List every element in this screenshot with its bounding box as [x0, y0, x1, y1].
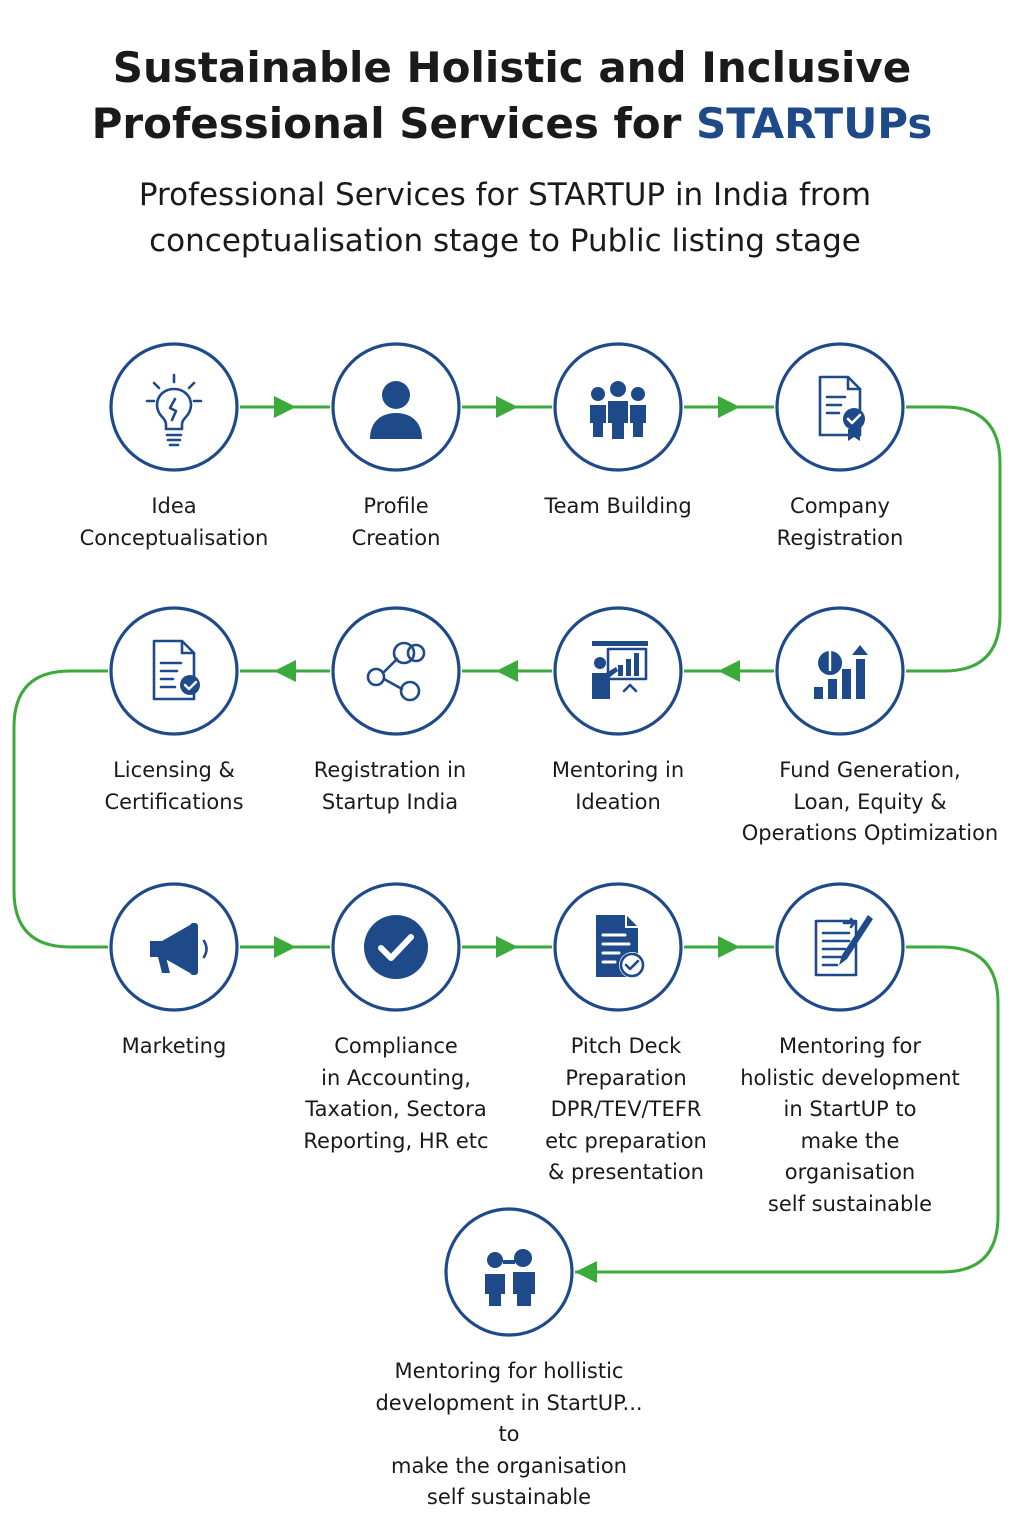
step-12: Mentoring for holistic development in St…: [720, 881, 960, 1216]
step-circle: [552, 881, 684, 1013]
page-subtitle: Professional Services for STARTUP in Ind…: [0, 172, 1010, 264]
page-title: Sustainable Holistic and Inclusive Profe…: [0, 40, 1024, 152]
title-line-2-accent: STARTUPs: [695, 99, 933, 148]
connector-return-left: [12, 669, 108, 949]
step-6: Mentoring in Ideation: [498, 605, 738, 814]
title-line-2-prefix: Professional Services for: [91, 99, 696, 148]
step-circle: [552, 605, 684, 737]
step-circle: [774, 881, 906, 1013]
step-label: Mentoring in Ideation: [551, 758, 685, 814]
step-9: Marketing: [54, 881, 294, 1058]
step-label: Compliance in Accounting, Taxation, Sect…: [303, 1034, 489, 1153]
step-label: Fund Generation, Loan, Equity & Operatio…: [741, 758, 999, 845]
step-4: Company Registration: [720, 341, 960, 550]
step-1: Idea Conceptualisation: [54, 341, 294, 550]
megaphone-icon: [109, 882, 239, 1012]
step-label: Profile Creation: [351, 494, 441, 550]
subtitle-line-2: conceptualisation stage to Public listin…: [149, 223, 861, 259]
step-circle: [108, 605, 240, 737]
network-nodes-icon: [331, 606, 461, 736]
step-label: Mentoring for hollistic development in S…: [375, 1359, 643, 1509]
title-line-1: Sustainable Holistic and Inclusive: [112, 43, 912, 92]
checkmark-icon: [331, 882, 461, 1012]
step-label: Mentoring for holistic development in St…: [740, 1034, 960, 1216]
step-circle: [108, 881, 240, 1013]
step-label: Licensing & Certifications: [104, 758, 244, 814]
connector-final: [575, 945, 1000, 1283]
step-13: Mentoring for hollistic development in S…: [375, 1206, 643, 1509]
step-circle: [774, 341, 906, 473]
step-11: Pitch Deck Preparation DPR/TEV/TEFR etc …: [498, 881, 738, 1184]
presentation-board-icon: [553, 606, 683, 736]
lightbulb-icon: [109, 342, 239, 472]
team-icon: [553, 342, 683, 472]
step-label: Pitch Deck Preparation DPR/TEV/TEFR etc …: [545, 1034, 707, 1184]
step-circle: [552, 341, 684, 473]
license-document-icon: [109, 606, 239, 736]
document-pen-icon: [775, 882, 905, 1012]
step-7: Registration in Startup India: [276, 605, 516, 814]
step-3: Team Building: [498, 341, 738, 518]
step-circle: [108, 341, 240, 473]
step-2: Profile Creation: [276, 341, 516, 550]
step-circle: [330, 341, 462, 473]
user-icon: [331, 342, 461, 472]
step-circle: [774, 605, 906, 737]
step-10: Compliance in Accounting, Taxation, Sect…: [276, 881, 516, 1153]
subtitle-line-1: Professional Services for STARTUP in Ind…: [138, 177, 872, 213]
step-label: Idea Conceptualisation: [79, 494, 269, 550]
step-label: Team Building: [544, 494, 692, 518]
step-8: Licensing & Certifications: [54, 605, 294, 814]
step-label: Company Registration: [776, 494, 904, 550]
connector-return-right: [906, 405, 1002, 673]
step-circle: [330, 605, 462, 737]
step-5: Fund Generation, Loan, Equity & Operatio…: [720, 605, 998, 845]
step-label: Registration in Startup India: [313, 758, 467, 814]
step-circle: [330, 881, 462, 1013]
step-circle: [443, 1206, 575, 1338]
document-check-icon: [553, 882, 683, 1012]
mentor-people-icon: [444, 1207, 574, 1337]
certificate-document-icon: [775, 342, 905, 472]
growth-chart-icon: [775, 606, 905, 736]
step-label: Marketing: [121, 1034, 227, 1058]
